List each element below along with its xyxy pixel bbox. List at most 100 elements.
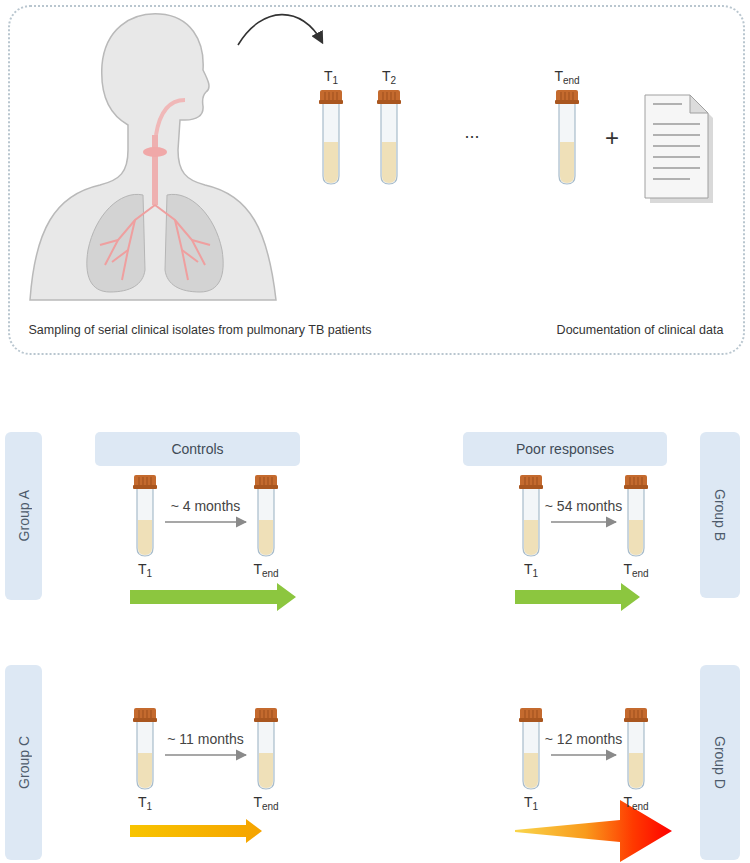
time-point-label: T1 [114, 561, 176, 577]
tube-body [628, 721, 644, 789]
outcome-arrow-yellow [130, 819, 262, 843]
tube-liquid [524, 520, 538, 555]
tube-liquid [560, 142, 574, 183]
text-line [653, 145, 700, 147]
tube-symbol [134, 475, 156, 557]
document-lines [653, 104, 700, 179]
time-point-label: Tend [235, 561, 297, 577]
tube-body [137, 721, 153, 789]
cap-ridge [630, 710, 631, 718]
time-point-label: Tend [605, 561, 667, 577]
thyroid [143, 147, 167, 157]
cap-ridge [143, 477, 144, 485]
cap-ridge [272, 477, 273, 485]
time-point-label: T1 [500, 561, 562, 577]
tube-cap-rim [133, 718, 157, 722]
cap-ridge [272, 710, 273, 718]
tube-liquid [524, 753, 538, 788]
tube-symbol [255, 475, 277, 557]
cap-ridge [143, 710, 144, 718]
cap-ridge [268, 477, 269, 485]
tube-cap-rim [624, 485, 648, 489]
group-band: Group D [700, 665, 740, 860]
bronchus [155, 205, 205, 265]
human-silhouette [30, 14, 276, 300]
cap-ridge [634, 477, 635, 485]
text-line [653, 167, 700, 169]
sample-tube: T1 [520, 475, 542, 581]
bronchus [175, 220, 188, 280]
sample-tube: T1 [134, 708, 156, 814]
sample-tube: Tend [556, 66, 578, 185]
text-line [653, 123, 700, 125]
outcome-arrow-green [515, 583, 640, 611]
cap-ridge [260, 477, 261, 485]
bronchus [112, 250, 128, 262]
cap-ridge [139, 477, 140, 485]
sample-tube: Tend [255, 708, 277, 814]
cap-ridge [391, 92, 392, 100]
bronchus [192, 240, 210, 245]
sample-tube: Tend [625, 475, 647, 581]
group-heading: Controls [171, 441, 223, 457]
bronchus [122, 220, 135, 280]
tube-cap-rim [377, 100, 401, 104]
tube-liquid [259, 520, 273, 555]
tube-liquid [259, 753, 273, 788]
tube-body [258, 721, 274, 789]
cap-ridge [634, 710, 635, 718]
cap-ridge [533, 477, 534, 485]
tube-symbol [625, 475, 647, 557]
group-header: Controls [95, 432, 300, 466]
text-line [653, 156, 700, 158]
cap-ridge [329, 92, 330, 100]
cap-ridge [337, 92, 338, 100]
cap-ridge [147, 710, 148, 718]
cap-ridge [395, 92, 396, 100]
cap-ridge [333, 92, 334, 100]
interval-label: ~ 4 months [136, 498, 276, 514]
sample-tube: T1 [520, 708, 542, 814]
tube-cap-rim [254, 485, 278, 489]
cap-ridge [525, 710, 526, 718]
group-band: Group A [5, 432, 42, 600]
outcome-arrow-green [130, 583, 296, 611]
group-label: Group A [16, 490, 32, 541]
cap-ridge [630, 477, 631, 485]
sample-tube: T1 [134, 475, 156, 581]
tube-liquid [629, 753, 643, 788]
cap-ridge [151, 477, 152, 485]
cap-ridge [573, 92, 574, 100]
cap-ridge [260, 710, 261, 718]
tube-symbol [255, 708, 277, 790]
sampling-panel: Sampling of serial clinical isolates fro… [8, 5, 745, 355]
cap-ridge [151, 710, 152, 718]
sample-tube: T2 [378, 66, 400, 185]
tube-symbol [378, 90, 400, 185]
group-header: Poor responses [463, 432, 667, 466]
sampling-arrow [238, 15, 322, 45]
time-point-label: T1 [114, 794, 176, 810]
bronchus [105, 205, 155, 265]
cap-ridge [537, 477, 538, 485]
tube-body [323, 103, 339, 184]
plus-sign: + [598, 124, 626, 152]
sample-tube: T1 [320, 66, 342, 185]
cap-ridge [638, 710, 639, 718]
cap-ridge [383, 92, 384, 100]
group-label: Group C [16, 736, 32, 789]
interval-label: ~ 11 months [136, 731, 276, 747]
outcome-arrow-worsening [515, 800, 672, 862]
tube-cap-rim [555, 100, 579, 104]
time-point-label: Tend [235, 794, 297, 810]
text-line [653, 134, 700, 136]
tube-body [381, 103, 397, 184]
bronchial-tree [100, 205, 210, 280]
cap-ridge [325, 92, 326, 100]
tube-symbol [134, 708, 156, 790]
tube-symbol [625, 708, 647, 790]
cap-ridge [642, 710, 643, 718]
tube-symbol [520, 708, 542, 790]
group-heading: Poor responses [516, 441, 614, 457]
document-fold [690, 95, 708, 113]
